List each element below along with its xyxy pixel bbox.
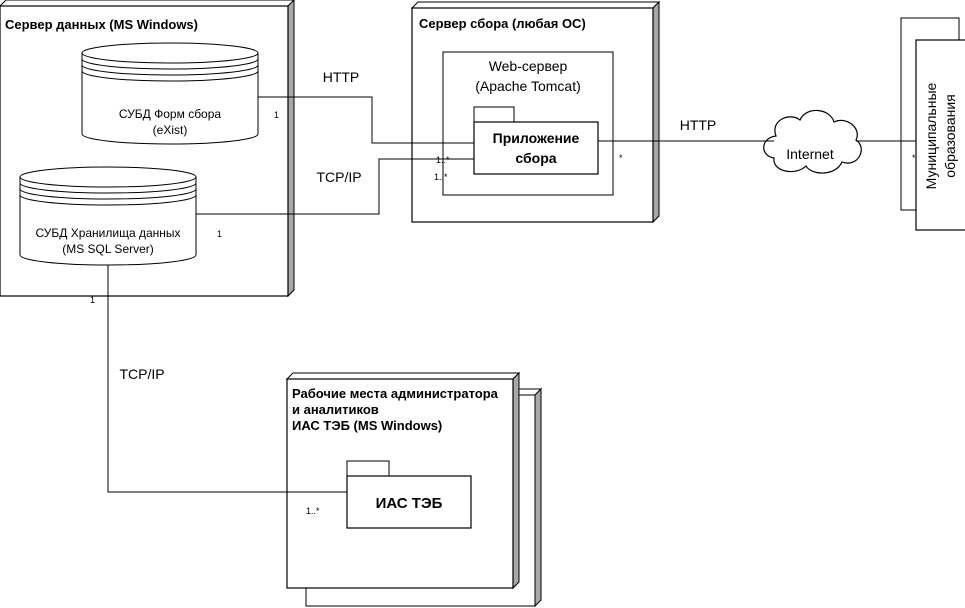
municipal-node: Муниципальные образования bbox=[900, 17, 965, 231]
collection-server-title: Сервер сбора (любая ОС) bbox=[419, 16, 586, 31]
collection-app-tab bbox=[473, 106, 515, 123]
connection-app-internet-label: HTTP bbox=[680, 117, 717, 133]
db-forms-label-line1: СУБД Форм сбора bbox=[119, 107, 222, 121]
connection-warehouse-app: TCP/IP 1 1..* bbox=[196, 155, 474, 239]
municipal-node-front bbox=[915, 39, 965, 231]
connection-forms-app: HTTP 1 1..* bbox=[258, 69, 474, 182]
collection-server-node-top bbox=[410, 1, 661, 9]
workstations-node-side bbox=[512, 371, 520, 590]
cloud-shape bbox=[763, 109, 862, 174]
connection-warehouse-ias: TCP/IP 1 1..* bbox=[90, 265, 347, 516]
data-server-node-side bbox=[287, 0, 295, 298]
collection-app-body bbox=[473, 121, 599, 175]
ias-teb-body bbox=[346, 475, 472, 529]
db-warehouse-label-line2: (MS SQL Server) bbox=[62, 242, 154, 256]
connection-forms-app-mult-a: 1 bbox=[274, 110, 279, 120]
connection-app-internet-mult-a: * bbox=[619, 153, 623, 163]
workstations-node-top bbox=[285, 372, 521, 380]
collection-app-label-line2: сбора bbox=[515, 150, 556, 166]
db-forms-cylinder: СУБД Форм сбора (eXist) bbox=[81, 42, 259, 145]
connection-app-internet: HTTP * * bbox=[598, 117, 916, 163]
ias-teb-tab bbox=[346, 460, 390, 477]
workstations-title-line2: и аналитиков bbox=[292, 402, 379, 417]
workstations-title-line3: ИАС ТЭБ (MS Windows) bbox=[292, 418, 442, 433]
internet-cloud: Internet bbox=[763, 109, 862, 174]
internet-label: Internet bbox=[786, 146, 834, 162]
web-server-label-line1: Web-сервер bbox=[489, 58, 568, 74]
connection-app-internet-mult-b: * bbox=[912, 153, 916, 163]
connection-warehouse-ias-label: TCP/IP bbox=[119, 366, 164, 382]
db-warehouse-cylinder: СУБД Хранилища данных (MS SQL Server) bbox=[19, 166, 197, 266]
connection-warehouse-ias-mult-b: 1..* bbox=[306, 506, 320, 516]
connection-warehouse-app-mult-b: 1..* bbox=[436, 155, 450, 165]
municipal-label-line1: Муниципальные bbox=[923, 82, 939, 189]
ias-teb-component: ИАС ТЭБ bbox=[346, 460, 472, 529]
collection-app-component: Приложение сбора bbox=[473, 106, 599, 175]
connection-forms-app-label: HTTP bbox=[323, 69, 360, 85]
municipal-label-line2: образования bbox=[942, 94, 958, 177]
ias-teb-label: ИАС ТЭБ bbox=[376, 495, 443, 512]
collection-app-label-line1: Приложение bbox=[493, 130, 580, 146]
data-server-title: Сервер данных (MS Windows) bbox=[5, 17, 198, 32]
workstations-title-line1: Рабочие места администратора bbox=[292, 386, 499, 401]
connection-warehouse-app-label: TCP/IP bbox=[316, 169, 361, 185]
connection-warehouse-ias-mult-a: 1 bbox=[90, 295, 95, 305]
db-forms-label-line2: (eXist) bbox=[153, 123, 188, 137]
connection-warehouse-app-mult-a: 1 bbox=[217, 229, 222, 239]
db-warehouse-label-line1: СУБД Хранилища данных bbox=[35, 226, 180, 240]
data-server-node-top bbox=[0, 0, 295, 7]
connection-forms-app-mult-b: 1..* bbox=[434, 172, 448, 182]
collection-server-node-side bbox=[652, 0, 660, 224]
web-server-label-line2: (Apache Tomcat) bbox=[475, 78, 581, 94]
